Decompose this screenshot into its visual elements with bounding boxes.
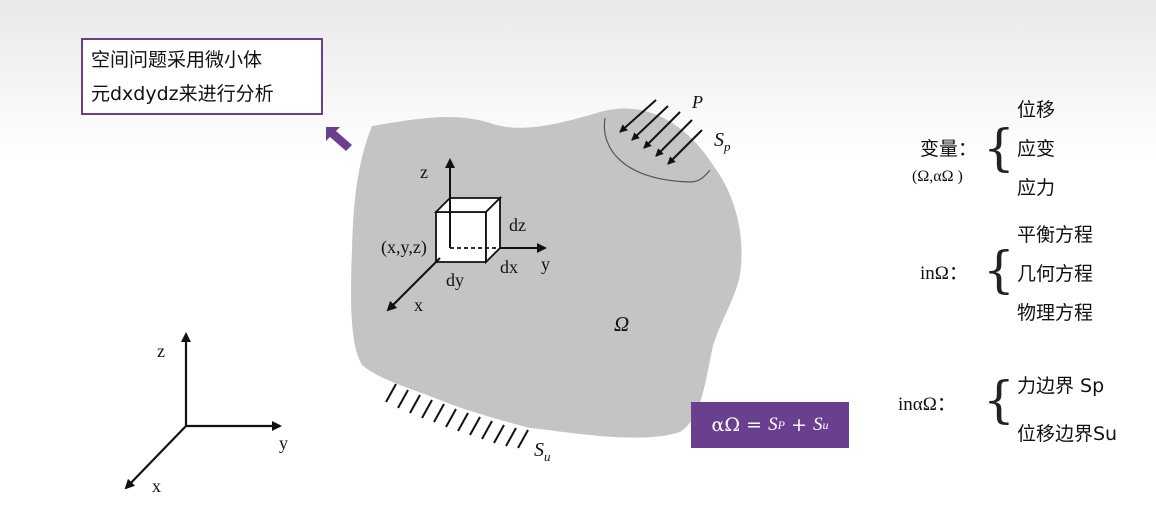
axes-x-label: x — [152, 476, 161, 496]
variables-item-strain: 应变 — [1017, 138, 1056, 160]
surface-disp-label: Su — [534, 439, 551, 464]
variables-label: 变量： — [920, 138, 978, 160]
variables-item-displacement: 位移 — [1017, 99, 1056, 121]
differential-cube — [433, 195, 503, 265]
cube-x-label: x — [414, 295, 423, 315]
in-domain-label: inΩ： — [920, 263, 968, 284]
cube-point-label: (x,y,z) — [381, 237, 427, 258]
on-boundary-brace: { — [983, 371, 1015, 429]
formula-sp: S — [768, 414, 778, 435]
in-domain-item-equilibrium: 平衡方程 — [1017, 224, 1094, 246]
on-boundary-item-displacement: 位移边界Su — [1017, 423, 1118, 445]
variables-item-stress: 应力 — [1017, 177, 1056, 199]
callout-box: 空间问题采用微小体 元dxdydz来进行分析 — [81, 38, 323, 115]
axes-y-label: y — [279, 433, 288, 453]
in-domain-item-geometric: 几何方程 — [1017, 263, 1094, 285]
in-domain-brace: { — [983, 241, 1015, 299]
cube-dx-label: dx — [500, 257, 518, 277]
cube-dy-label: dy — [446, 270, 464, 290]
global-axes — [124, 332, 282, 490]
cube-axes — [386, 158, 547, 312]
load-arrows — [619, 99, 703, 165]
on-boundary-label: inαΩ： — [898, 394, 956, 415]
domain-label: Ω — [614, 312, 629, 336]
variables-brace: { — [983, 119, 1015, 177]
callout-pointer-arrow — [326, 127, 352, 151]
variables-sub: (Ω,αΩ ) — [912, 168, 963, 185]
load-label: P — [691, 92, 703, 112]
cube-y-label: y — [541, 254, 550, 274]
fixed-support-hatch — [385, 383, 529, 449]
formula-sp-sub: P — [777, 417, 785, 432]
cube-dz-label: dz — [509, 215, 526, 235]
cube-z-label: z — [420, 162, 428, 182]
formula-su-sub: u — [822, 417, 829, 432]
in-domain-item-physical: 物理方程 — [1017, 302, 1094, 324]
formula-su: S — [812, 414, 823, 435]
formula-lhs: αΩ = — [711, 414, 763, 436]
body-region — [351, 108, 742, 438]
formula-plus: + — [784, 414, 813, 436]
on-boundary-item-force: 力边界 Sp — [1017, 375, 1105, 397]
load-region-curve — [603, 117, 711, 183]
callout-line-1: 空间问题采用微小体 — [91, 49, 263, 71]
surface-load-label: Sp — [714, 129, 731, 154]
axes-z-label: z — [157, 341, 165, 361]
callout-line-2: 元dxdydz来进行分析 — [91, 83, 274, 105]
